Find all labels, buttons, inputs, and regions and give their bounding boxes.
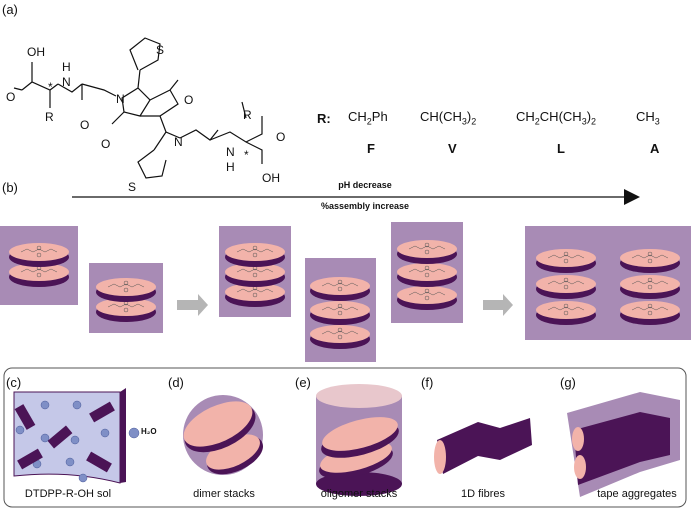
stack-box-6 [525,226,691,340]
tape-aggregate-illustration [567,392,680,497]
panel-label-d: (d) [168,375,184,390]
atom-label: H [226,160,235,174]
atom-label: O [80,118,90,132]
atom-label: * [244,148,249,162]
fibre-illustration [434,418,532,474]
atom-label: S [156,43,165,57]
panel-label-c: (c) [6,375,22,390]
arrow-bottom-label: %assembly increase [320,201,410,211]
atom-label: OH [262,171,280,185]
caption-dimer: dimer stacks [193,488,255,500]
r-group-letter-v: V [448,141,457,156]
r-group-letter-a: A [650,141,660,156]
stack-box-1 [0,226,78,305]
oligomer-stack-illustration [316,384,402,496]
panel-label-e: (e) [295,375,311,390]
atom-label: N [116,92,125,106]
panel-label-g: (g) [560,375,576,390]
atom-label: N [226,145,235,159]
atom-label: * [48,80,53,94]
atom-label: N [174,135,183,149]
r-group-label: R: [317,111,331,126]
atom-label: O [184,93,194,107]
r-group-formula-v: CH(CH3)2 [420,109,477,127]
stack-box-2 [89,263,163,333]
atom-label: S [128,180,137,194]
arrow-top-label: pH decrease [338,180,392,190]
water-label: H₂O [141,427,157,436]
bottom-panel-frame [3,367,687,508]
caption-oligomer: oligomer stacks [320,488,398,500]
step-arrow-2 [483,294,513,316]
atom-label: R [243,108,252,122]
panel-label-f: (f) [421,375,434,390]
sol-illustration [13,388,140,484]
r-group-letter-l: L [557,141,565,156]
panel-label-a: (a) [2,2,18,17]
atom-label: N [62,75,71,89]
r-group-letter-f: F [367,141,375,156]
caption-sol: DTDPP-R-OH sol [24,488,112,500]
stack-box-5 [391,222,463,323]
atom-label: H [62,60,71,74]
process-arrow [72,189,640,205]
r-group-formula-f: CH2Ph [348,109,388,127]
panel-label-b: (b) [2,180,18,195]
atom-label: OH [27,45,45,59]
atom-label: R [45,110,54,124]
atom-label: O [101,137,111,151]
step-arrow-1 [177,294,208,316]
dimer-stack-illustration [183,395,264,475]
r-group-formula-l: CH2CH(CH3)2 [516,109,597,127]
atom-label: O [6,90,16,104]
r-group-formula-a: CH3 [636,109,660,127]
caption-tape: tape aggregates [597,488,677,500]
stack-box-3 [219,226,291,317]
molecule-structure [13,37,263,179]
atom-label: O [276,130,286,144]
caption-fibres: 1D fibres [460,488,506,500]
stack-box-4 [305,258,376,362]
